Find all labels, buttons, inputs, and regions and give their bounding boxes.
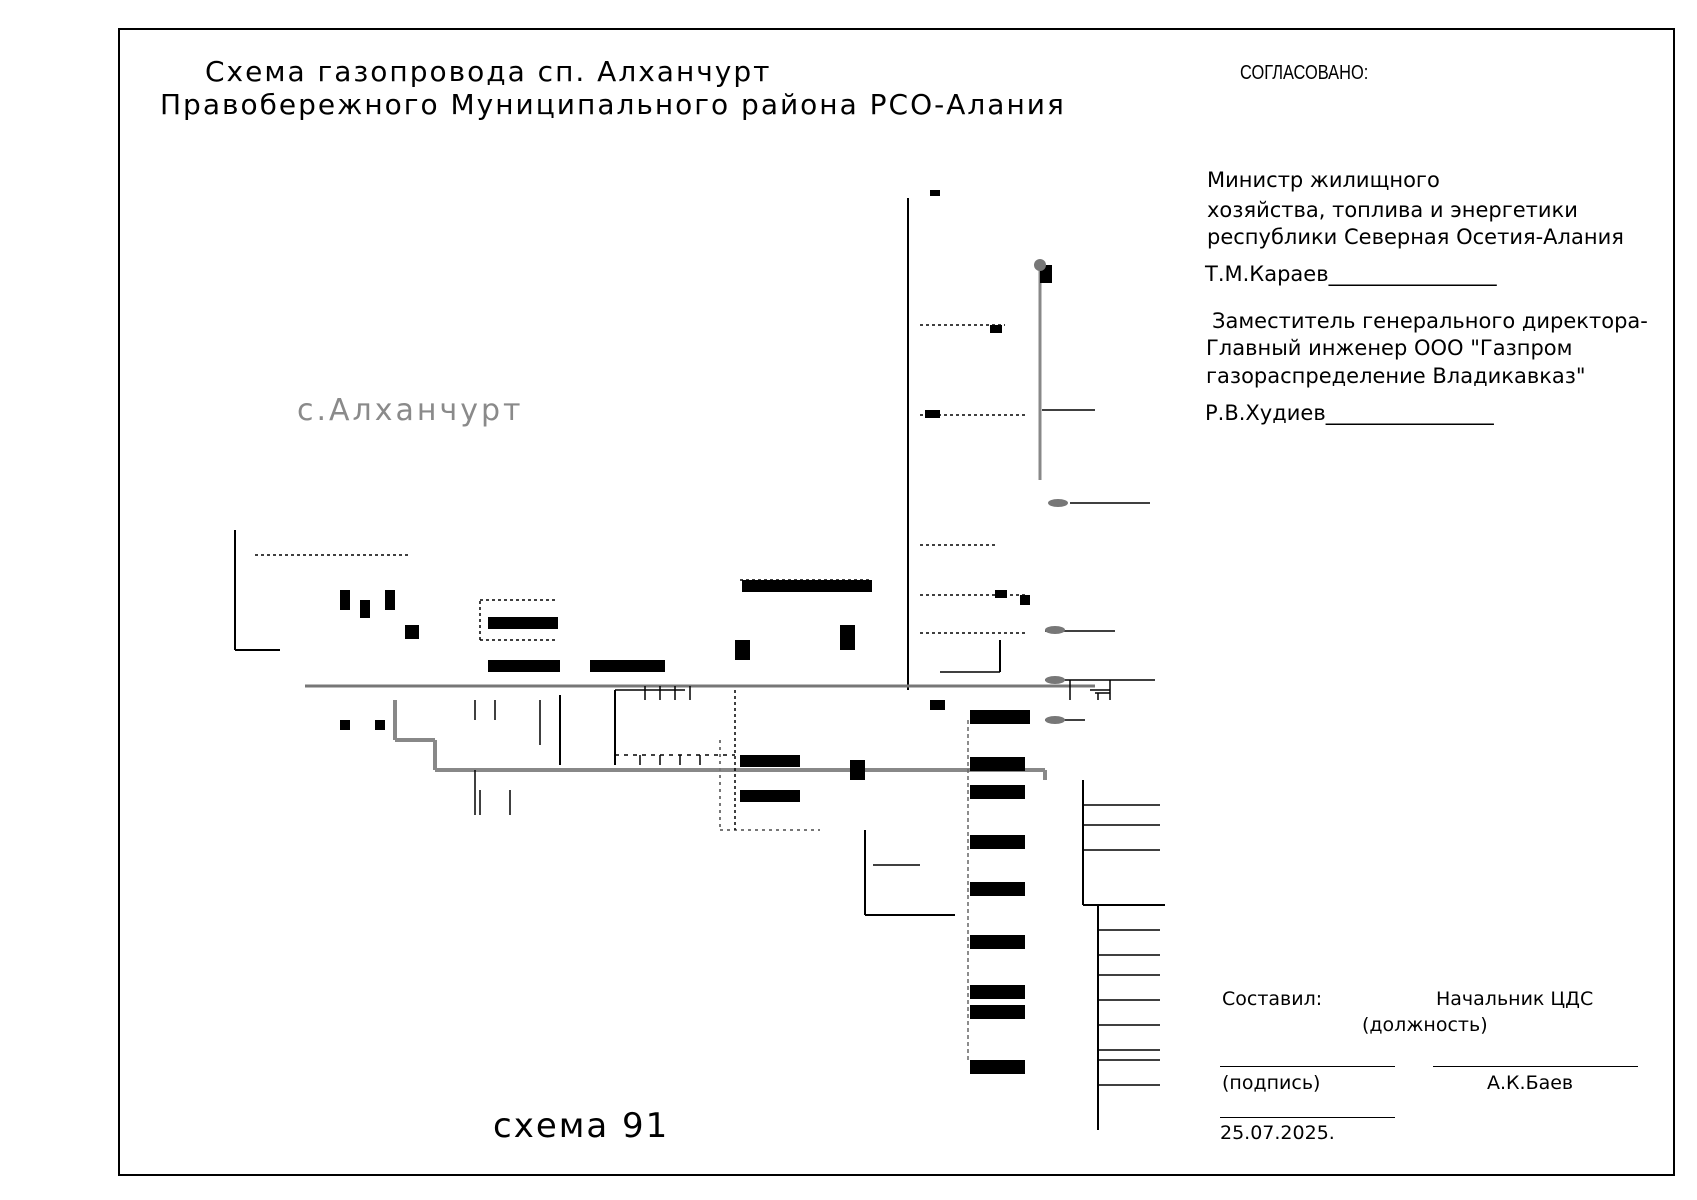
approval-block1-line3: республики Северная Осетия-Алания	[1207, 225, 1624, 249]
scheme-number: схема 91	[493, 1106, 670, 1146]
connection-markers	[1034, 259, 1068, 724]
drawing-frame	[118, 28, 1675, 1176]
title-line-1: Схема газопровода сп. Алханчурт	[205, 55, 772, 88]
approval-block2-line1: Заместитель генерального директора-	[1212, 309, 1648, 333]
stamp-signature-caption: (подпись)	[1222, 1072, 1321, 1094]
name-underline	[1433, 1066, 1638, 1067]
village-label: с.Алханчурт	[297, 393, 524, 428]
approval-block1-line2: хозяйства, топлива и энергетики	[1207, 198, 1578, 222]
title-line-2: Правобережного Муниципального района РСО…	[160, 88, 1066, 121]
approval-block1-signature: Т.М.Караев________________	[1205, 262, 1497, 286]
approval-block2-line2: Главный инженер ООО "Газпром	[1206, 336, 1573, 360]
approval-block1-line1: Министр жилищного	[1207, 168, 1440, 192]
date-underline	[1220, 1117, 1395, 1118]
branch-lines	[255, 324, 1160, 1086]
approval-block2-line3: газораспределение Владикавказ"	[1206, 364, 1586, 388]
approval-heading: СОГЛАСОВАНО:	[1240, 62, 1369, 84]
main-pipelines	[234, 198, 1165, 1130]
stamp-position-value: Начальник ЦДС	[1436, 988, 1594, 1010]
signature-underline	[1220, 1066, 1395, 1067]
approval-block2-signature: Р.В.Худиев________________	[1205, 401, 1494, 425]
house-connections	[340, 190, 1052, 1074]
stamp-name: А.К.Баев	[1487, 1072, 1574, 1094]
stamp-position-caption: (должность)	[1362, 1014, 1488, 1036]
stamp-date: 25.07.2025.	[1220, 1122, 1335, 1144]
stamp-compiled-label: Составил:	[1222, 988, 1323, 1010]
